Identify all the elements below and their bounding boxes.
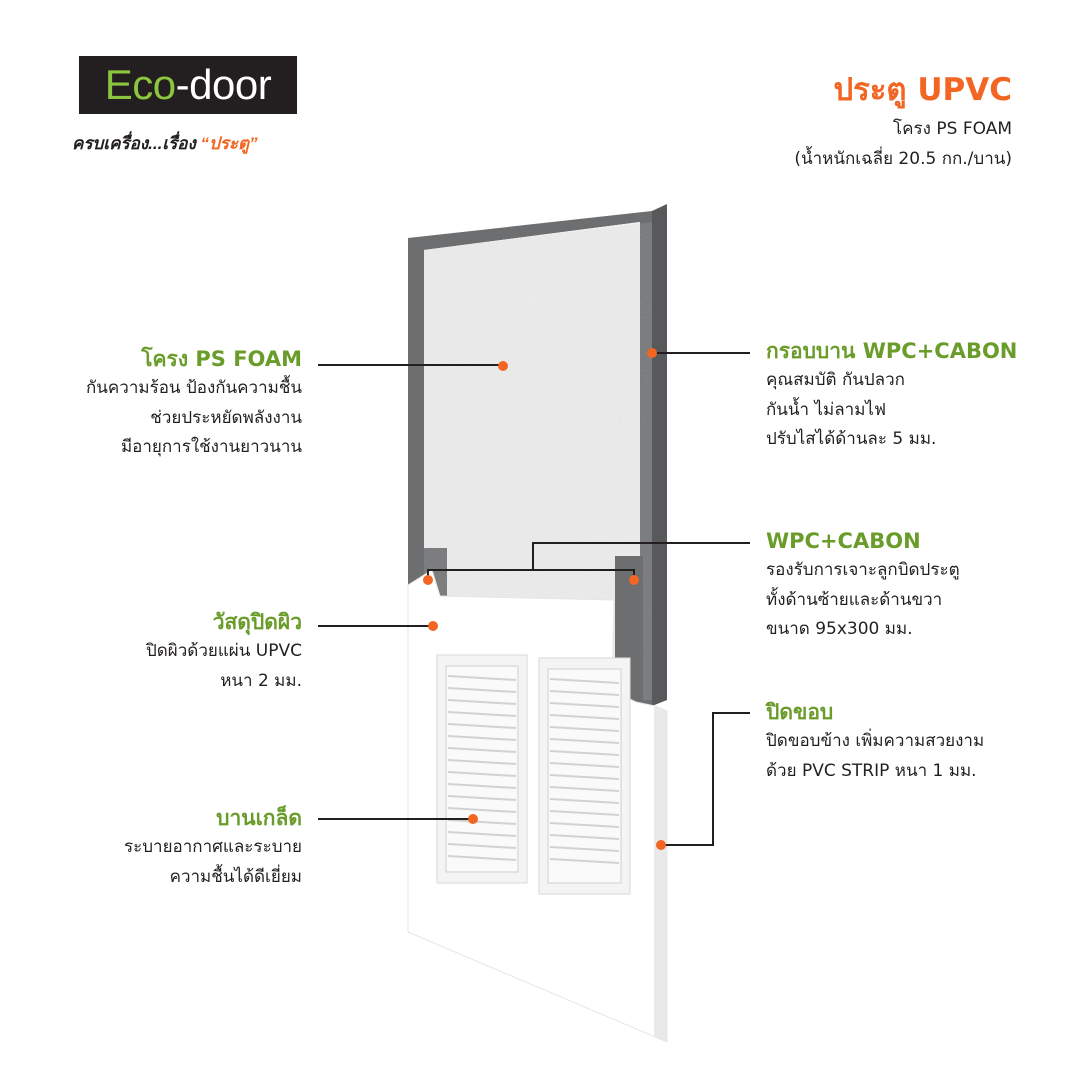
label-wpc-title: WPC+CABON	[766, 529, 921, 553]
leader-wpc	[427, 569, 635, 578]
header-block: ประตู UPVC โครง PS FOAM (น้ำหนักเฉลี่ย 2…	[794, 72, 1012, 175]
label-wpc-line-1: รองรับการเจาะลูกบิดประตู	[766, 560, 960, 581]
label-louver-line-1: ระบายอากาศและระบาย	[123, 837, 302, 858]
door-frame-side	[652, 204, 667, 706]
marker-frame	[647, 348, 657, 358]
label-edge-title: ปิดขอบ	[766, 700, 834, 724]
header-subtitle: โครง PS FOAM (น้ำหนักเฉลี่ย 20.5 กก./บาน…	[794, 115, 1012, 175]
label-surface-title: วัสดุปิดผิว	[212, 610, 302, 634]
marker-louver	[468, 814, 478, 824]
logo-tagline: ครบเครื่อง...เรื่อง “ประตู”	[72, 130, 258, 157]
label-edge-line-1: ปิดขอบข้าง เพิ่มความสวยงาม	[766, 731, 985, 752]
label-wpc-line-2: ทั้งด้านซ้ายและด้านขวา	[766, 589, 943, 610]
header-line-1: โครง PS FOAM	[893, 119, 1012, 140]
label-frame-title: กรอบบาน WPC+CABON	[766, 339, 1018, 363]
label-louver-line-2: ความชื้นได้ดีเยี่ยม	[169, 866, 302, 887]
label-surface: วัสดุปิดผิว ปิดผิวด้วยแผ่น UPVC หนา 2 มม…	[146, 607, 302, 696]
page-title: ประตู UPVC	[833, 72, 1012, 108]
wpc-frame	[408, 211, 652, 706]
marker-wpc-left	[423, 575, 433, 585]
label-frame-line-1: คุณสมบัติ กันปลวก	[766, 370, 905, 391]
label-ps-foam-line-1: กันความร้อน ป้องกันความชื้น	[86, 378, 302, 399]
logo-eco-text: Eco	[104, 61, 176, 108]
brand-logo: Eco-door	[79, 56, 297, 114]
louver-panel-right	[538, 657, 631, 895]
marker-surface	[428, 621, 438, 631]
label-edge: ปิดขอบ ปิดขอบข้าง เพิ่มความสวยงาม ด้วย P…	[766, 697, 984, 786]
label-ps-foam: โครง PS FOAM กันความร้อน ป้องกันความชื้น…	[86, 344, 302, 462]
label-wpc-line-3: ขนาด 95x300 มม.	[766, 618, 913, 639]
logo-door-text: -door	[175, 61, 272, 108]
marker-ps-foam	[498, 361, 508, 371]
label-frame-line-3: ปรับไสได้ด้านละ 5 มม.	[766, 428, 937, 449]
label-ps-foam-title: โครง PS FOAM	[141, 347, 302, 371]
skin-edge-shadow	[654, 706, 667, 1042]
label-wpc: WPC+CABON รองรับการเจาะลูกบิดประตู ทั้งด…	[766, 526, 960, 644]
label-ps-foam-line-3: มีอายุการใช้งานยาวนาน	[120, 436, 302, 457]
label-surface-line-2: หนา 2 มม.	[220, 670, 302, 691]
label-ps-foam-line-2: ช่วยประหยัดพลังงาน	[150, 407, 302, 428]
louver-panel-left	[436, 654, 528, 884]
label-frame: กรอบบาน WPC+CABON คุณสมบัติ กันปลวก กันน…	[766, 336, 1017, 454]
marker-edge	[656, 840, 666, 850]
label-surface-line-1: ปิดผิวด้วยแผ่น UPVC	[145, 641, 302, 662]
marker-wpc-right	[629, 575, 639, 585]
label-edge-line-2: ด้วย PVC STRIP หนา 1 มม.	[766, 760, 977, 781]
label-louver: บานเกล็ด ระบายอากาศและระบาย ความชื้นได้ด…	[124, 803, 302, 892]
label-frame-line-2: กันน้ำ ไม่ลามไฟ	[766, 399, 886, 420]
label-louver-title: บานเกล็ด	[216, 806, 302, 830]
header-line-2: (น้ำหนักเฉลี่ย 20.5 กก./บาน)	[794, 148, 1012, 169]
leader-wpc-stem	[532, 542, 750, 570]
tagline-accent: “ประตู”	[200, 134, 258, 153]
tagline-main: ครบเครื่อง...เรื่อง	[72, 134, 196, 153]
leader-edge	[661, 712, 750, 846]
